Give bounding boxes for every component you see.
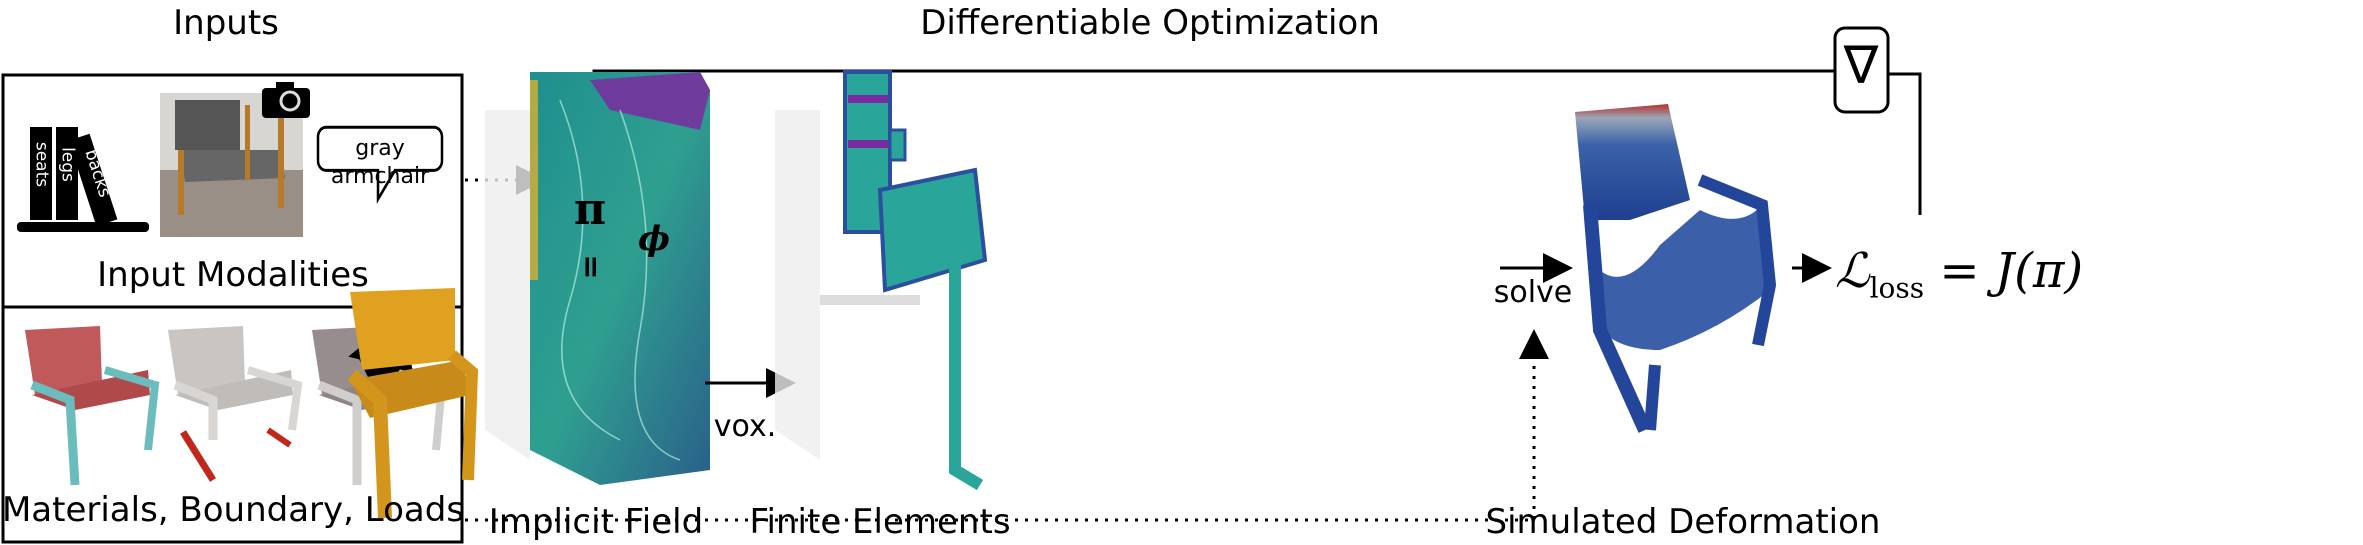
boundary-chair: [168, 326, 303, 482]
loss-subscript: loss: [1869, 271, 1925, 305]
equals-symbol: =: [573, 254, 608, 280]
books-icon: [17, 127, 149, 232]
loss-equation: ℒloss = J(π): [1835, 243, 2083, 305]
speech-bubble-icon: [316, 125, 444, 204]
book-legs: legs: [57, 147, 78, 182]
book-seats: seats: [31, 141, 52, 188]
vox-label: vox.: [713, 409, 777, 444]
optimization-title: Differentiable Optimization: [920, 3, 1380, 43]
chair-photo: [160, 93, 303, 237]
optimization-loop-line: [1888, 72, 1922, 215]
finite-elements-label: Finite Elements: [749, 502, 1011, 542]
conditions-label: Materials, Boundary, Loads: [1, 490, 465, 530]
gradient-icon: ∇: [1843, 36, 1879, 96]
implicit-field-render: [485, 72, 710, 485]
simulated-deformation-render: [1575, 104, 1777, 433]
finite-elements-render: [775, 70, 988, 491]
conditions-dotted-arrow: [465, 329, 1549, 522]
gradient-box: [1833, 26, 1890, 114]
materials-chair: [25, 326, 160, 486]
inputs-title: Inputs: [173, 3, 279, 43]
loss-symbol: ℒ: [1835, 243, 1870, 299]
solve-label: solve: [1493, 275, 1573, 310]
camera-icon: [262, 82, 310, 118]
loss-rhs: = J(π): [1939, 243, 2084, 299]
input-modalities-label: Input Modalities: [97, 255, 369, 295]
parametric-chair: [347, 288, 479, 519]
phi-symbol: ϕ: [637, 219, 671, 259]
implicit-field-label: Implicit Field: [488, 502, 704, 542]
speech-text-line1: gray: [355, 136, 405, 161]
params-symbol: π: [573, 184, 607, 235]
simulated-deformation-label: Simulated Deformation: [1485, 502, 1881, 542]
speech-text-line2: armchair: [330, 164, 430, 189]
